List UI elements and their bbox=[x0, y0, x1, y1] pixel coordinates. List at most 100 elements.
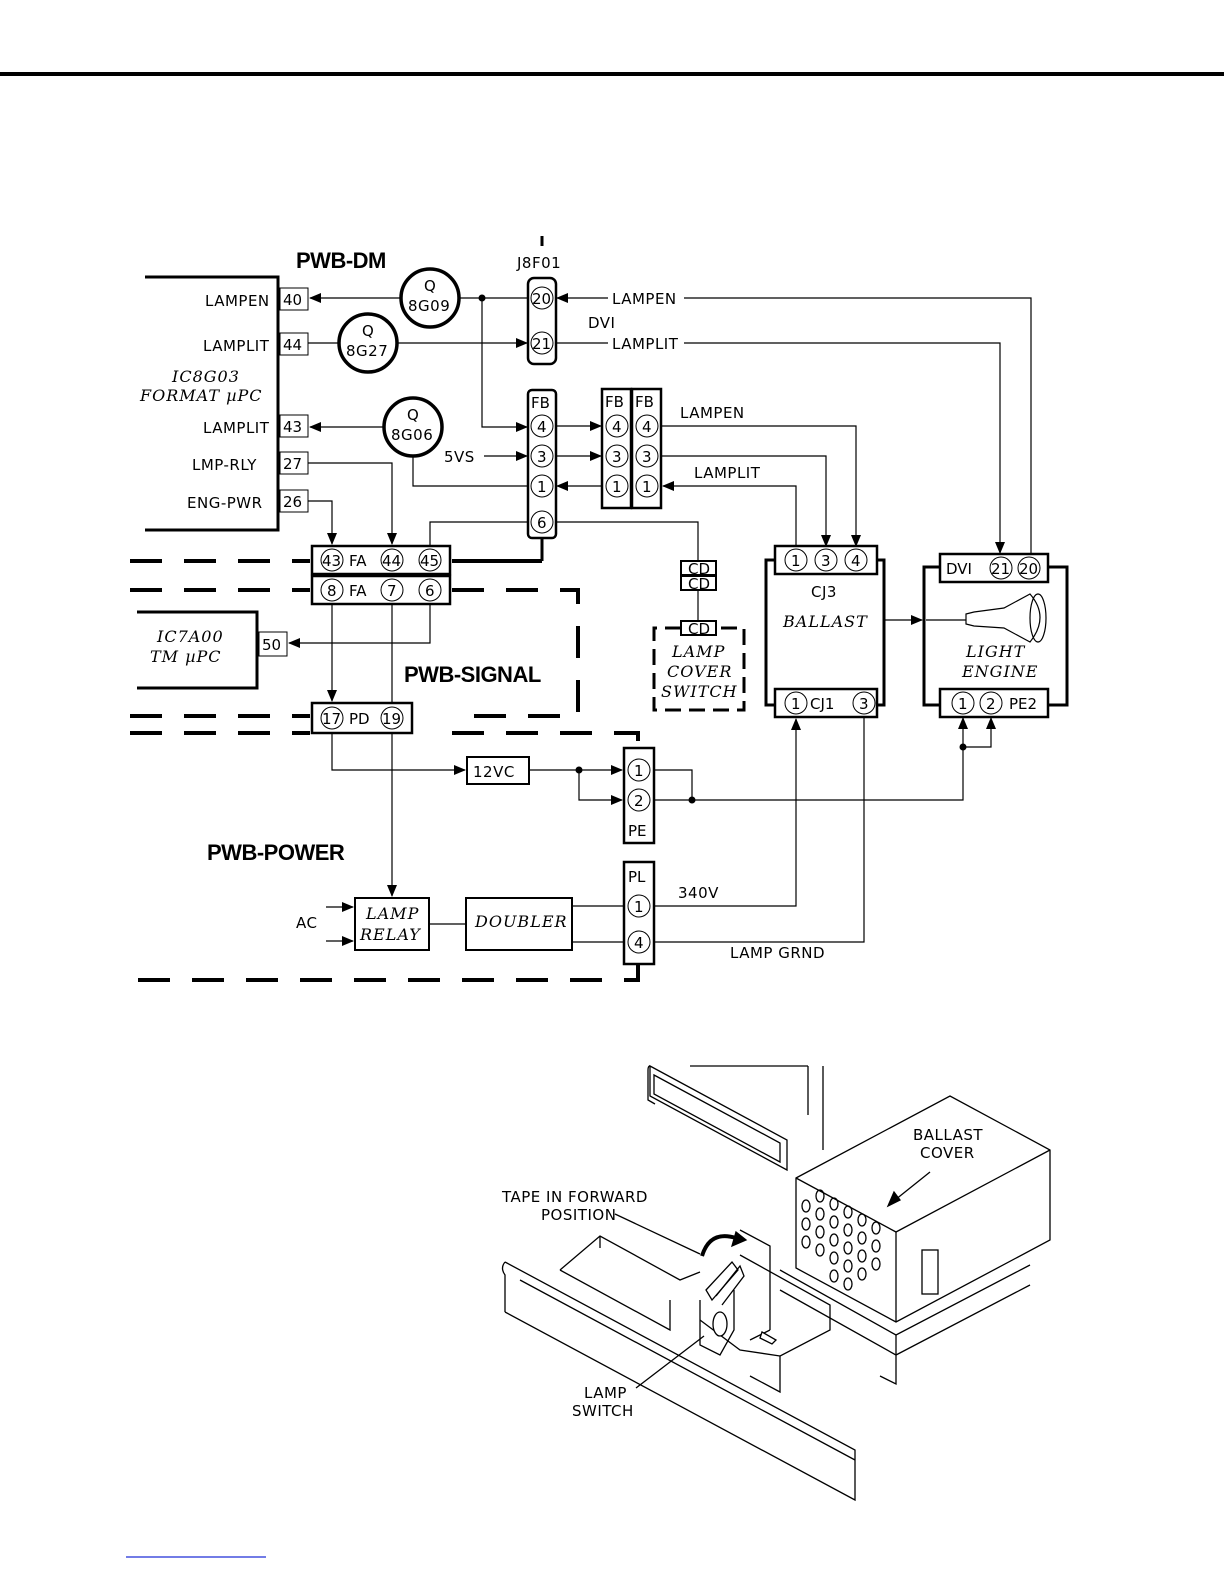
ic8g03-desc: FORMAT µPC bbox=[139, 386, 263, 405]
lamp-bulb-icon bbox=[926, 593, 1047, 643]
svg-text:PL: PL bbox=[628, 868, 646, 886]
signal-5vs: 5VS bbox=[444, 448, 475, 466]
svg-text:1: 1 bbox=[634, 762, 644, 780]
svg-text:8G06: 8G06 bbox=[391, 426, 433, 444]
svg-text:COVER: COVER bbox=[920, 1144, 975, 1162]
dvi-label: DVI bbox=[588, 314, 615, 332]
svg-text:3: 3 bbox=[612, 448, 622, 466]
svg-text:CJ1: CJ1 bbox=[810, 695, 834, 713]
svg-text:4: 4 bbox=[851, 552, 861, 570]
svg-text:1: 1 bbox=[537, 478, 547, 496]
svg-text:1: 1 bbox=[791, 695, 801, 713]
svg-text:TAPE IN FORWARD: TAPE IN FORWARD bbox=[501, 1188, 648, 1206]
svg-text:6: 6 bbox=[537, 514, 547, 532]
svg-text:CD: CD bbox=[688, 620, 710, 638]
svg-text:Q: Q bbox=[424, 277, 436, 295]
svg-text:1: 1 bbox=[791, 552, 801, 570]
connector-pl: PL 1 4 bbox=[622, 860, 656, 966]
svg-text:8: 8 bbox=[327, 582, 337, 600]
pin-label-lmp-rly: LMP-RLY bbox=[192, 456, 257, 474]
connector-fb-main: FB 4 3 1 6 bbox=[526, 388, 558, 540]
svg-text:8G27: 8G27 bbox=[346, 342, 388, 360]
svg-text:8G09: 8G09 bbox=[408, 297, 450, 315]
svg-text:LAMP: LAMP bbox=[365, 904, 419, 923]
svg-text:19: 19 bbox=[382, 710, 401, 728]
svg-text:4: 4 bbox=[612, 418, 622, 436]
ic8g03-name: IC8G03 bbox=[171, 367, 240, 386]
regulator-12vc: 12VC bbox=[466, 756, 530, 785]
ic8g03: IC8G03 FORMAT µPC LAMPEN 40 LAMPLIT 44 L… bbox=[139, 287, 309, 513]
svg-text:IC7A00: IC7A00 bbox=[156, 627, 224, 646]
signal-ac: AC bbox=[296, 914, 317, 932]
signal-lampen-top: LAMPEN bbox=[612, 290, 677, 308]
svg-text:12VC: 12VC bbox=[473, 763, 515, 781]
svg-text:21: 21 bbox=[532, 335, 551, 353]
svg-text:LAMP: LAMP bbox=[671, 642, 725, 661]
connector-cd: CD CD CD bbox=[680, 560, 717, 638]
svg-text:45: 45 bbox=[420, 552, 439, 570]
svg-text:PE: PE bbox=[628, 822, 647, 840]
svg-text:Q: Q bbox=[407, 406, 419, 424]
svg-text:ENGINE: ENGINE bbox=[961, 662, 1038, 681]
pin-43: 43 bbox=[283, 418, 302, 436]
pin-label-eng-pwr: ENG-PWR bbox=[187, 494, 263, 512]
svg-text:LAMP: LAMP bbox=[584, 1384, 627, 1402]
lamp-relay: LAMP RELAY bbox=[354, 897, 430, 951]
svg-text:44: 44 bbox=[382, 552, 401, 570]
svg-text:TM µPC: TM µPC bbox=[150, 647, 222, 666]
connector-j8f01: J8F01 20 21 bbox=[516, 236, 561, 366]
connector-pd: 17 PD 19 bbox=[310, 701, 414, 735]
switch-icon bbox=[699, 1230, 778, 1356]
svg-text:PE2: PE2 bbox=[1009, 695, 1037, 713]
svg-text:CJ3: CJ3 bbox=[811, 583, 837, 601]
svg-text:3: 3 bbox=[821, 552, 831, 570]
signal-lamplit-top: LAMPLIT bbox=[612, 335, 679, 353]
svg-text:43: 43 bbox=[322, 552, 341, 570]
svg-text:1: 1 bbox=[612, 478, 622, 496]
svg-text:17: 17 bbox=[322, 710, 341, 728]
pwb-dm-label: PWB-DM bbox=[296, 248, 386, 273]
svg-text:4: 4 bbox=[537, 418, 547, 436]
svg-text:BALLAST: BALLAST bbox=[913, 1126, 983, 1144]
svg-text:2: 2 bbox=[634, 792, 644, 810]
svg-text:3: 3 bbox=[537, 448, 547, 466]
connector-fa-bottom: 8 FA 7 6 bbox=[310, 574, 452, 606]
signal-lampen-mid: LAMPEN bbox=[680, 404, 745, 422]
svg-text:1: 1 bbox=[634, 898, 644, 916]
pin-44: 44 bbox=[283, 336, 302, 354]
signal-340v: 340V bbox=[678, 884, 719, 902]
svg-text:CD: CD bbox=[688, 575, 710, 593]
svg-text:6: 6 bbox=[425, 582, 435, 600]
pin-27: 27 bbox=[283, 455, 302, 473]
svg-text:7: 7 bbox=[387, 582, 397, 600]
connector-fb-pair: FB FB 4 3 1 4 3 1 bbox=[600, 387, 663, 510]
svg-text:FB: FB bbox=[531, 394, 550, 412]
svg-text:COVER: COVER bbox=[667, 662, 732, 681]
pin-label-lampen: LAMPEN bbox=[205, 292, 270, 310]
svg-text:Q: Q bbox=[362, 322, 374, 340]
svg-text:20: 20 bbox=[1019, 560, 1038, 578]
svg-text:DOUBLER: DOUBLER bbox=[474, 912, 568, 931]
svg-text:FA: FA bbox=[349, 552, 367, 570]
svg-text:4: 4 bbox=[642, 418, 652, 436]
pwb-dm-board: PWB-DM bbox=[145, 248, 386, 532]
svg-text:POSITION: POSITION bbox=[541, 1206, 616, 1224]
vent-holes bbox=[801, 1189, 881, 1291]
svg-text:DVI: DVI bbox=[946, 560, 972, 578]
svg-text:4: 4 bbox=[634, 934, 644, 952]
svg-text:J8F01: J8F01 bbox=[516, 254, 561, 272]
transistor-8g06: Q 8G06 bbox=[382, 396, 444, 458]
svg-text:50: 50 bbox=[262, 636, 281, 654]
doubler: DOUBLER bbox=[465, 897, 573, 951]
svg-text:SWITCH: SWITCH bbox=[661, 682, 738, 701]
svg-text:SWITCH: SWITCH bbox=[572, 1402, 634, 1420]
svg-text:PD: PD bbox=[349, 710, 370, 728]
svg-text:BALLAST: BALLAST bbox=[782, 612, 868, 631]
ic7a00: IC7A00 TM µPC 50 bbox=[137, 610, 288, 690]
svg-text:FB: FB bbox=[605, 393, 624, 411]
pin-40: 40 bbox=[283, 291, 302, 309]
svg-text:3: 3 bbox=[859, 695, 869, 713]
pin-label-lamplit-44: LAMPLIT bbox=[203, 337, 270, 355]
svg-text:2: 2 bbox=[986, 695, 996, 713]
light-engine: DVI 21 20 LIGHT ENGINE 1 2 PE2 bbox=[922, 552, 1069, 719]
